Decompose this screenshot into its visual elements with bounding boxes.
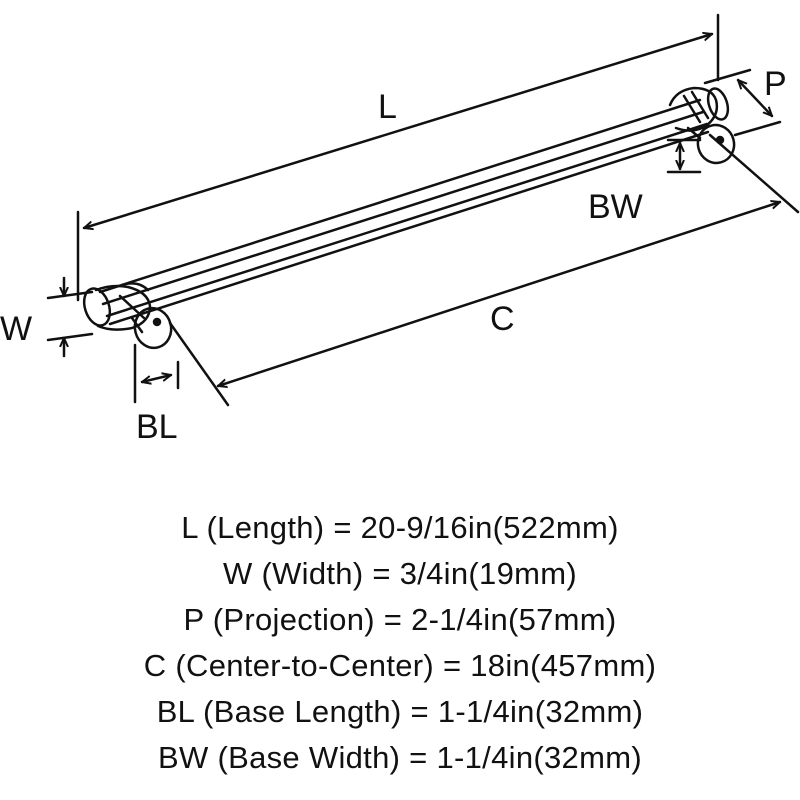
specifications-list: L (Length) = 20-9/16in(522mm) W (Width) … [0, 505, 800, 781]
spec-base-length: BL (Base Length) = 1-1/4in(32mm) [156, 694, 644, 729]
length-label: L [378, 88, 397, 126]
base-width-dimension [666, 138, 702, 174]
base-length-label: BL [136, 408, 178, 446]
towel-bar-diagram: L P BW W C BL [0, 13, 800, 446]
spec-width: W (Width) = 3/4in(19mm) [223, 556, 577, 591]
spec-center-to-center: C (Center-to-Center) = 18in(457mm) [143, 648, 657, 683]
center-to-center-label: C [490, 300, 515, 338]
width-dimension [46, 276, 94, 358]
spec-length: L (Length) = 20-9/16in(522mm) [181, 510, 619, 545]
spec-projection: P (Projection) = 2-1/4in(57mm) [183, 602, 617, 637]
right-end-cap [668, 86, 730, 132]
projection-dimension [703, 68, 782, 137]
projection-label: P [764, 65, 787, 103]
towel-bar [82, 86, 736, 350]
length-dimension [76, 13, 720, 302]
width-label: W [0, 310, 32, 348]
center-to-center-dimension [168, 133, 800, 407]
right-post-base [686, 123, 736, 165]
left-post-base [130, 306, 173, 350]
spec-base-width: BW (Base Width) = 1-1/4in(32mm) [158, 740, 642, 775]
base-width-label: BW [588, 188, 643, 226]
base-length-dimension [133, 343, 180, 404]
